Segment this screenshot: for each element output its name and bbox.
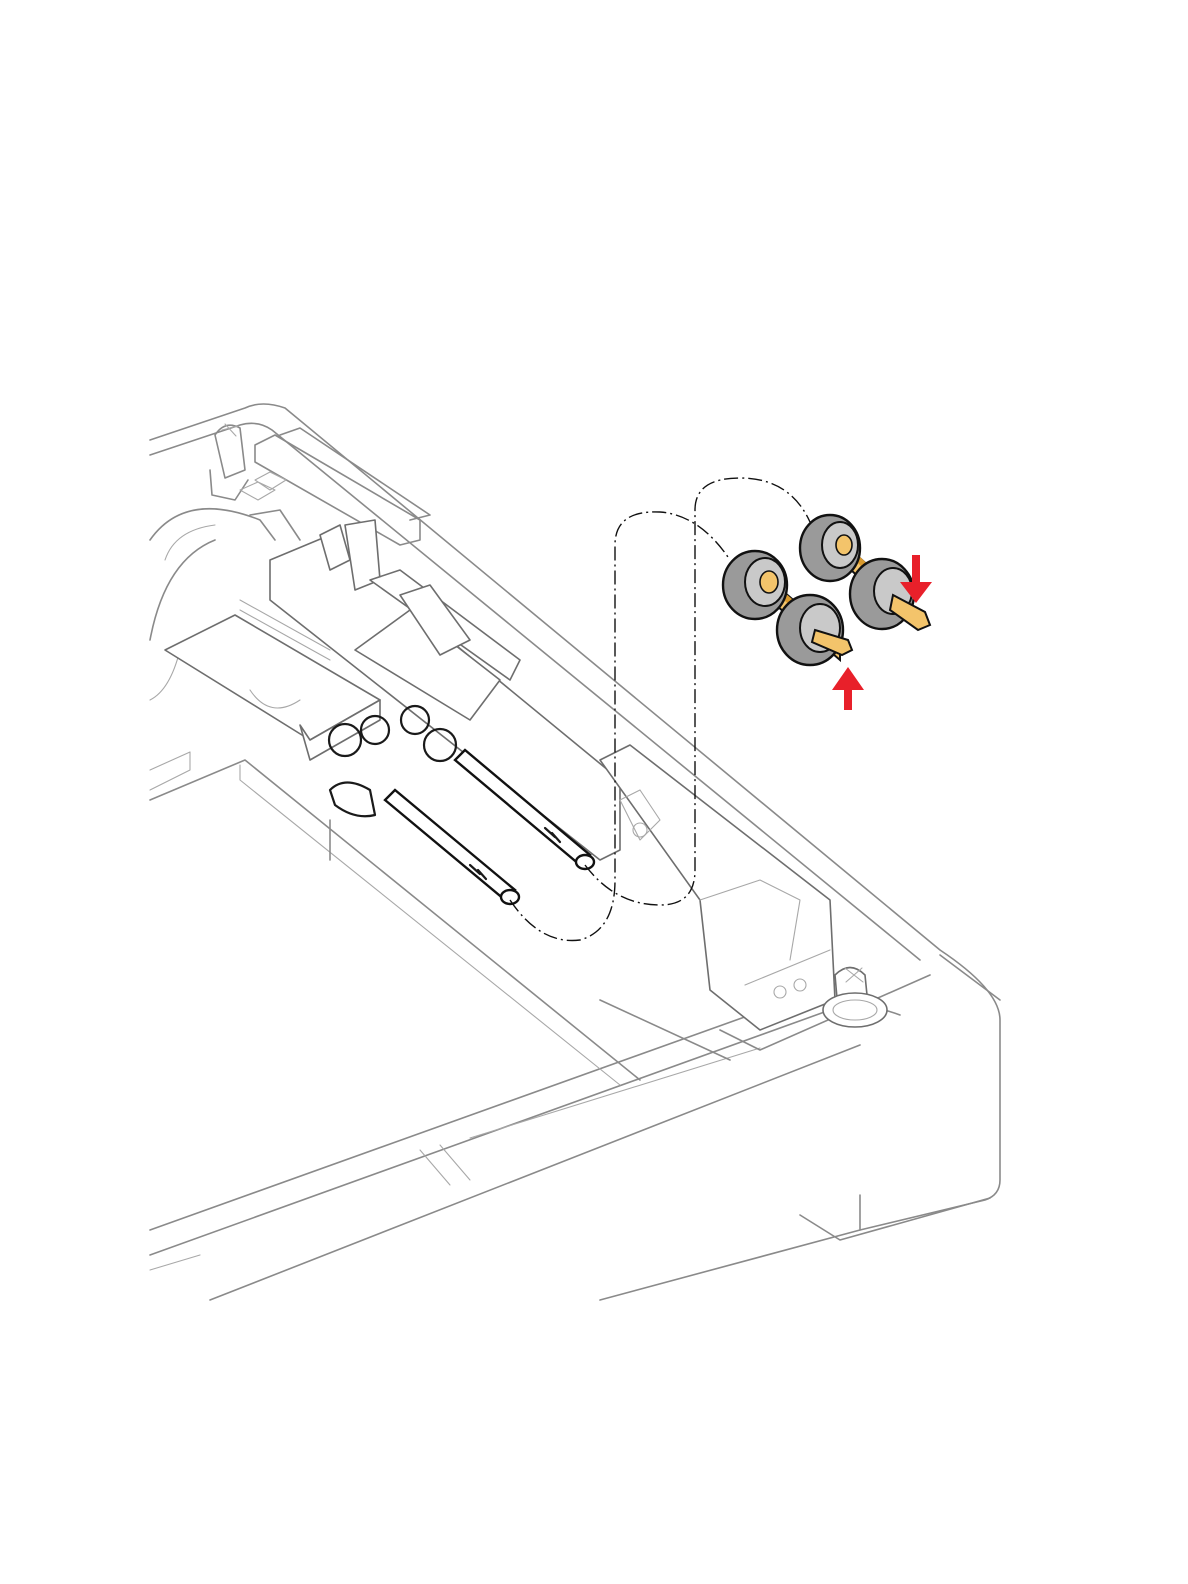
arrow-up — [832, 667, 864, 710]
